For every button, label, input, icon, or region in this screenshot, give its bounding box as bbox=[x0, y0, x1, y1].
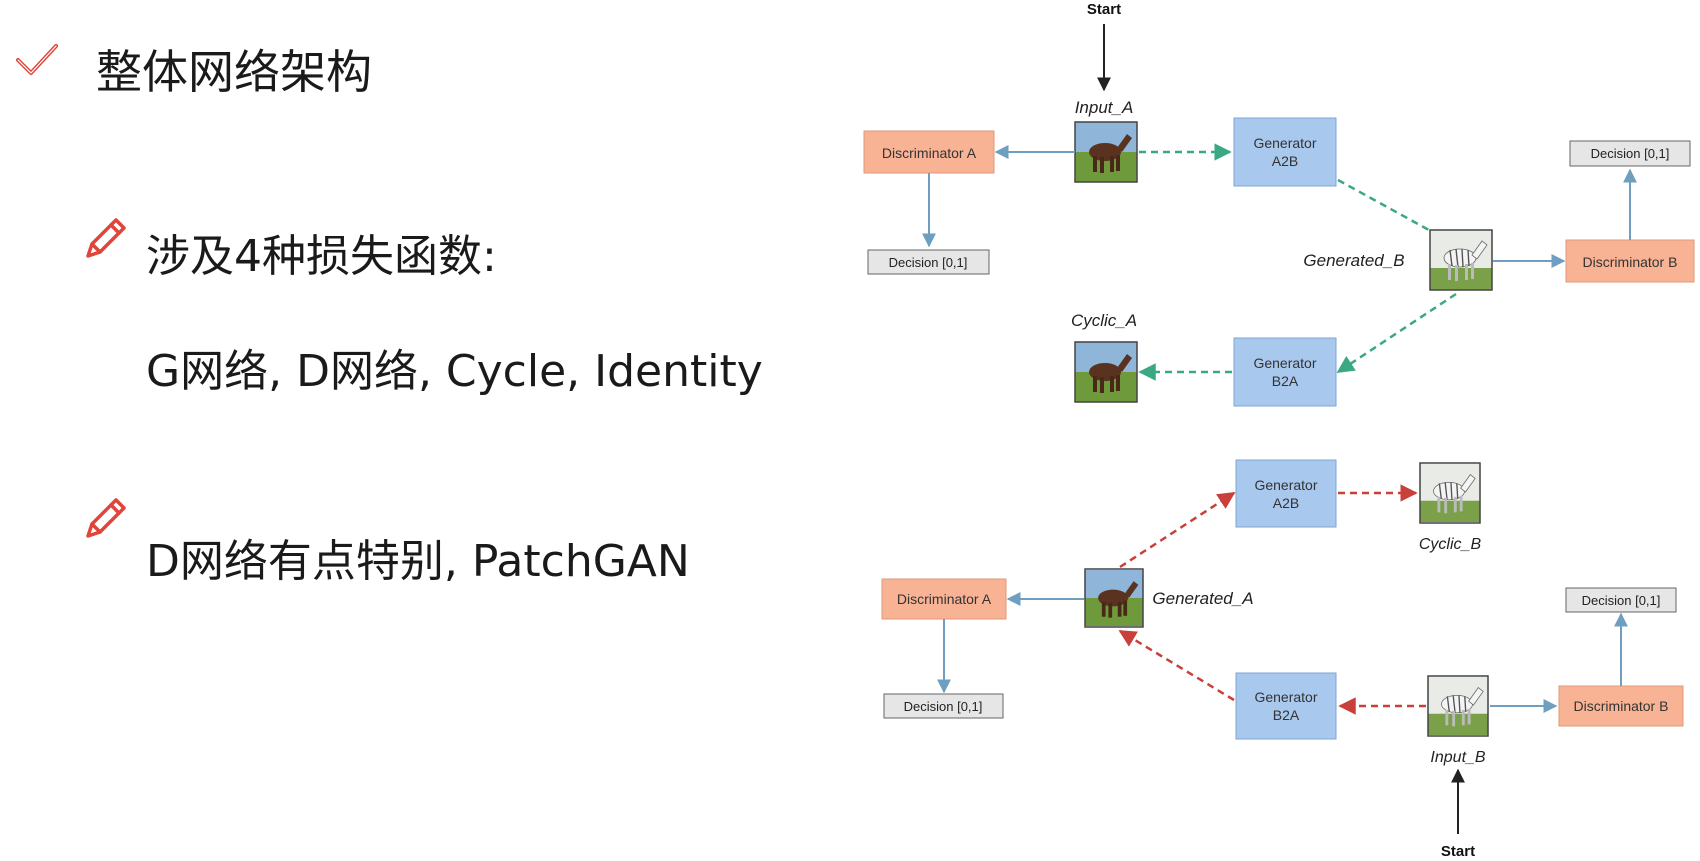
generator-b2a-line1: Generator bbox=[1254, 689, 1317, 705]
bullet-loss-list: G网络, D网络, Cycle, Identity bbox=[146, 346, 763, 397]
bullet-loss-functions: 涉及4种损失函数: bbox=[146, 231, 497, 282]
generator-b2a-line2: B2A bbox=[1272, 373, 1299, 389]
decision-a-box bbox=[867, 249, 990, 275]
generator-b2a-line2: B2A bbox=[1273, 707, 1300, 723]
discriminator-b-box bbox=[1565, 239, 1695, 283]
generator-a2b-line2: A2B bbox=[1273, 495, 1299, 511]
decision-a-label: Decision [0,1] bbox=[889, 255, 968, 270]
generator-b2a-line1: Generator bbox=[1253, 355, 1316, 371]
generator-a2b-box bbox=[1235, 459, 1337, 528]
generator-a2b-line1: Generator bbox=[1253, 135, 1316, 151]
discriminator-a-label: Discriminator A bbox=[882, 145, 977, 161]
discriminator-b-label: Discriminator B bbox=[1574, 698, 1669, 714]
input-a-image bbox=[1075, 122, 1137, 182]
cyclic-b-image bbox=[1420, 463, 1480, 523]
start-label: Start bbox=[1441, 843, 1475, 860]
pencil-icon bbox=[86, 218, 126, 258]
arrow-generated-a-to-gen-a2b bbox=[1119, 491, 1236, 569]
discriminator-a-label: Discriminator A bbox=[897, 591, 992, 607]
decision-b-label: Decision [0,1] bbox=[1591, 146, 1670, 161]
input-a-label: Input_A bbox=[1075, 98, 1134, 117]
discriminator-b-label: Discriminator B bbox=[1583, 254, 1678, 270]
arrow-generated-b-to-gen-b2a bbox=[1336, 292, 1457, 374]
generator-a2b-line2: A2B bbox=[1272, 153, 1298, 169]
input-b-label: Input_B bbox=[1430, 749, 1485, 766]
diagram-bottom: Generator A2B Cyclic_B Discriminator A G… bbox=[881, 459, 1684, 860]
generated-a-label: Generated_A bbox=[1152, 589, 1253, 608]
pencil-icon bbox=[86, 498, 126, 538]
generator-a2b-line1: Generator bbox=[1254, 477, 1317, 493]
decision-b-label: Decision [0,1] bbox=[1582, 593, 1661, 608]
slide-title: 整体网络架构 bbox=[96, 45, 372, 99]
generated-b-label: Generated_B bbox=[1303, 251, 1404, 270]
start-label: Start bbox=[1087, 1, 1121, 18]
discriminator-a-box bbox=[863, 130, 995, 174]
generator-a2b-box bbox=[1233, 117, 1337, 187]
arrow-gen-b2a-to-generated-a bbox=[1118, 629, 1235, 702]
cyclic-a-label: Cyclic_A bbox=[1071, 311, 1137, 330]
generator-b2a-box bbox=[1233, 337, 1337, 407]
diagram-top: Start Input_A Discriminator A Decision [… bbox=[863, 1, 1695, 407]
generated-b-image bbox=[1430, 230, 1492, 290]
generated-a-image bbox=[1085, 569, 1143, 627]
discriminator-a-box bbox=[881, 578, 1007, 620]
decision-a-box bbox=[883, 693, 1004, 719]
bullet-patchgan: D网络有点特别, PatchGAN bbox=[146, 536, 690, 587]
decision-a-label: Decision [0,1] bbox=[904, 699, 983, 714]
decision-b-box bbox=[1565, 587, 1677, 613]
cyclic-b-label: Cyclic_B bbox=[1419, 536, 1482, 553]
input-b-image bbox=[1428, 676, 1488, 736]
discriminator-b-box bbox=[1558, 685, 1684, 727]
generator-b2a-box bbox=[1235, 672, 1337, 740]
checkmark-icon bbox=[16, 44, 58, 75]
decision-b-box bbox=[1569, 140, 1691, 167]
cyclic-a-image bbox=[1075, 342, 1137, 402]
